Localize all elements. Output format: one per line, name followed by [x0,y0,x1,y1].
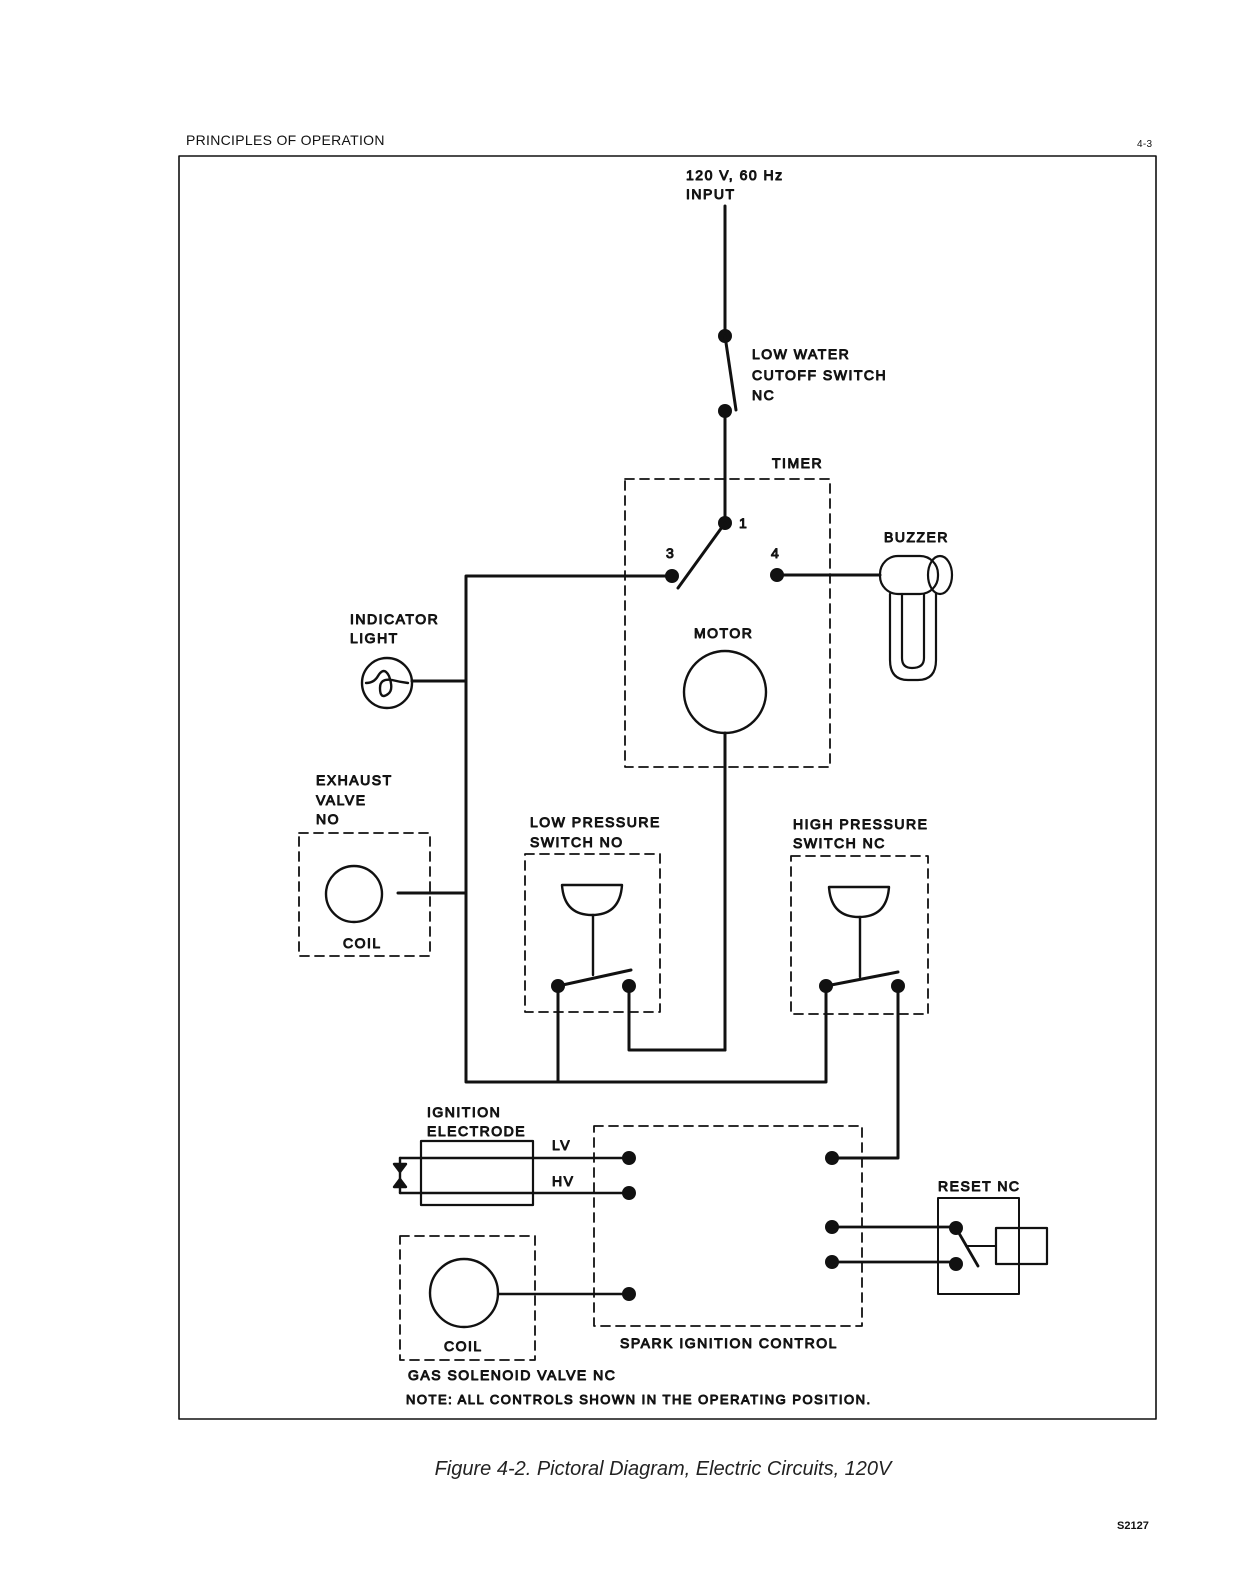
document-number: S2127 [1117,1520,1149,1532]
indicator-label-1: INDICATOR [350,611,439,627]
gas-solenoid-box [399,1235,536,1361]
timer-box [624,478,831,768]
timer-switch [665,516,784,590]
exhaust-label-1: EXHAUST [316,772,393,788]
figure-caption: Figure 4-2. Pictoral Diagram, Electric C… [434,1458,892,1480]
motor-symbol [682,649,768,735]
reset-switch [830,1221,997,1271]
low-pressure-switch-box [524,853,661,1013]
ignition-label-2: ELECTRODE [427,1123,526,1139]
buzzer-symbol [775,554,954,682]
lps-label-1: LOW PRESSURE [530,814,661,830]
page-number: 4-3 [1137,139,1153,150]
lps-label-2: SWITCH NO [530,834,624,850]
exhaust-coil-label: COIL [343,935,382,951]
exhaust-coil-symbol [324,864,384,924]
terminal-3-label: 3 [666,545,675,561]
hps-label-1: HIGH PRESSURE [793,816,928,832]
spark-terminals [622,984,900,1301]
reset-label: RESET NC [938,1178,1021,1194]
timer-label: TIMER [772,455,823,471]
high-pressure-switch-box [790,855,929,1015]
terminal-4-label: 4 [771,545,780,561]
terminal-1-label: 1 [739,515,748,531]
bus-wiring [396,574,828,1084]
exhaust-label-2: VALVE [316,792,367,808]
exhaust-valve-box [298,832,431,957]
exhaust-label-3: NO [316,811,340,827]
gas-coil-symbol [428,1257,500,1329]
diagram-frame [178,155,1157,1420]
hv-label: HV [552,1173,574,1189]
ignition-electrode-body [419,1139,535,1207]
buzzer-label: BUZZER [884,529,949,545]
lwc-label-1: LOW WATER [752,346,850,362]
hps-label-2: SWITCH NC [793,835,886,851]
ignition-label-1: IGNITION [427,1104,501,1120]
gas-coil-label: COIL [444,1338,483,1354]
indicator-label-2: LIGHT [350,630,399,646]
section-header: PRINCIPLES OF OPERATION [186,132,385,148]
lv-label: LV [552,1137,571,1153]
high-pressure-switch-symbol [819,885,905,993]
lwc-label-3: NC [752,387,775,403]
low-pressure-switch-symbol [551,883,636,993]
indicator-light [360,656,414,710]
note-text: NOTE: ALL CONTROLS SHOWN IN THE OPERATIN… [406,1392,872,1407]
low-water-cutoff-switch [718,329,738,525]
reset-button-symbol [994,1226,1049,1266]
motor-label: MOTOR [694,625,753,641]
reset-box [937,1197,1020,1295]
lwc-label-2: CUTOFF SWITCH [752,367,887,383]
gas-valve-label: GAS SOLENOID VALVE NC [408,1367,616,1383]
ignition-electrode-wiring [392,1156,631,1195]
input-label-1: 120 V, 60 Hz [686,167,784,183]
input-label-2: INPUT [686,186,736,202]
spark-label: SPARK IGNITION CONTROL [620,1335,838,1351]
